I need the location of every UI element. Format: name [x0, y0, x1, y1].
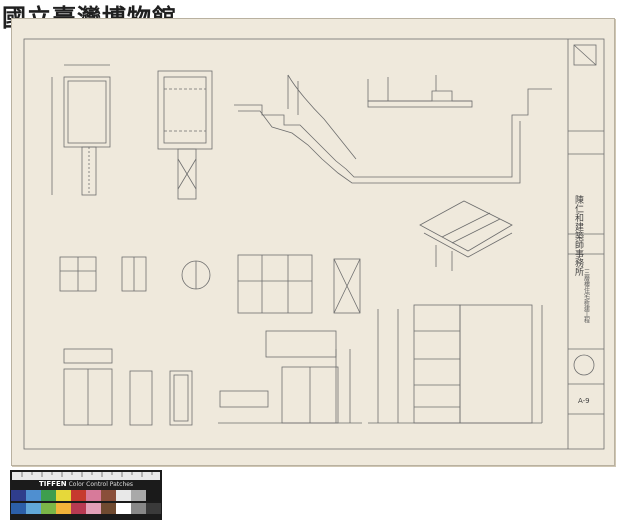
gate-elevation — [218, 330, 362, 424]
drawing-border — [23, 38, 605, 450]
firm-name: 陳仁和建築師事務所 — [573, 195, 584, 277]
color-patch — [41, 490, 56, 501]
sheet-number: A-9 — [578, 397, 590, 405]
card-label: Color Control Patches — [68, 481, 134, 488]
color-patch — [86, 503, 101, 514]
color-patch — [101, 490, 116, 501]
isometric-eave-detail — [419, 200, 513, 271]
septic-reinforcement-plan — [157, 70, 213, 200]
window-elevations — [59, 254, 361, 314]
blueprint-sheet: 陳仁和建築師事務所 三層樓住宅新建工程 A-9 — [11, 18, 615, 466]
sheet-number-stamp — [573, 354, 595, 376]
color-patch — [71, 503, 86, 514]
color-patch — [86, 490, 101, 501]
color-patch — [146, 503, 161, 514]
color-patch — [146, 490, 161, 501]
ruler-scale — [12, 472, 160, 480]
color-patch — [56, 503, 71, 514]
architectural-drawing: 陳仁和建築師事務所 三層樓住宅新建工程 A-9 — [23, 38, 605, 450]
floor-section-detail — [367, 75, 473, 108]
color-patch — [26, 503, 41, 514]
color-patches — [11, 490, 161, 516]
color-patch — [71, 490, 86, 501]
color-patch — [101, 503, 116, 514]
color-patch — [116, 490, 131, 501]
stair-section — [234, 74, 552, 184]
door-elevations — [63, 348, 193, 426]
project-name: 三層樓住宅新建工程 — [583, 269, 590, 324]
color-patch — [131, 490, 146, 501]
color-patch — [11, 490, 26, 501]
color-patch — [116, 503, 131, 514]
color-patch — [131, 503, 146, 514]
color-patch — [56, 490, 71, 501]
color-patch — [11, 503, 26, 514]
color-patch — [41, 503, 56, 514]
septic-tank-plan — [51, 64, 111, 196]
color-patch — [26, 490, 41, 501]
building-elevation — [368, 304, 543, 424]
